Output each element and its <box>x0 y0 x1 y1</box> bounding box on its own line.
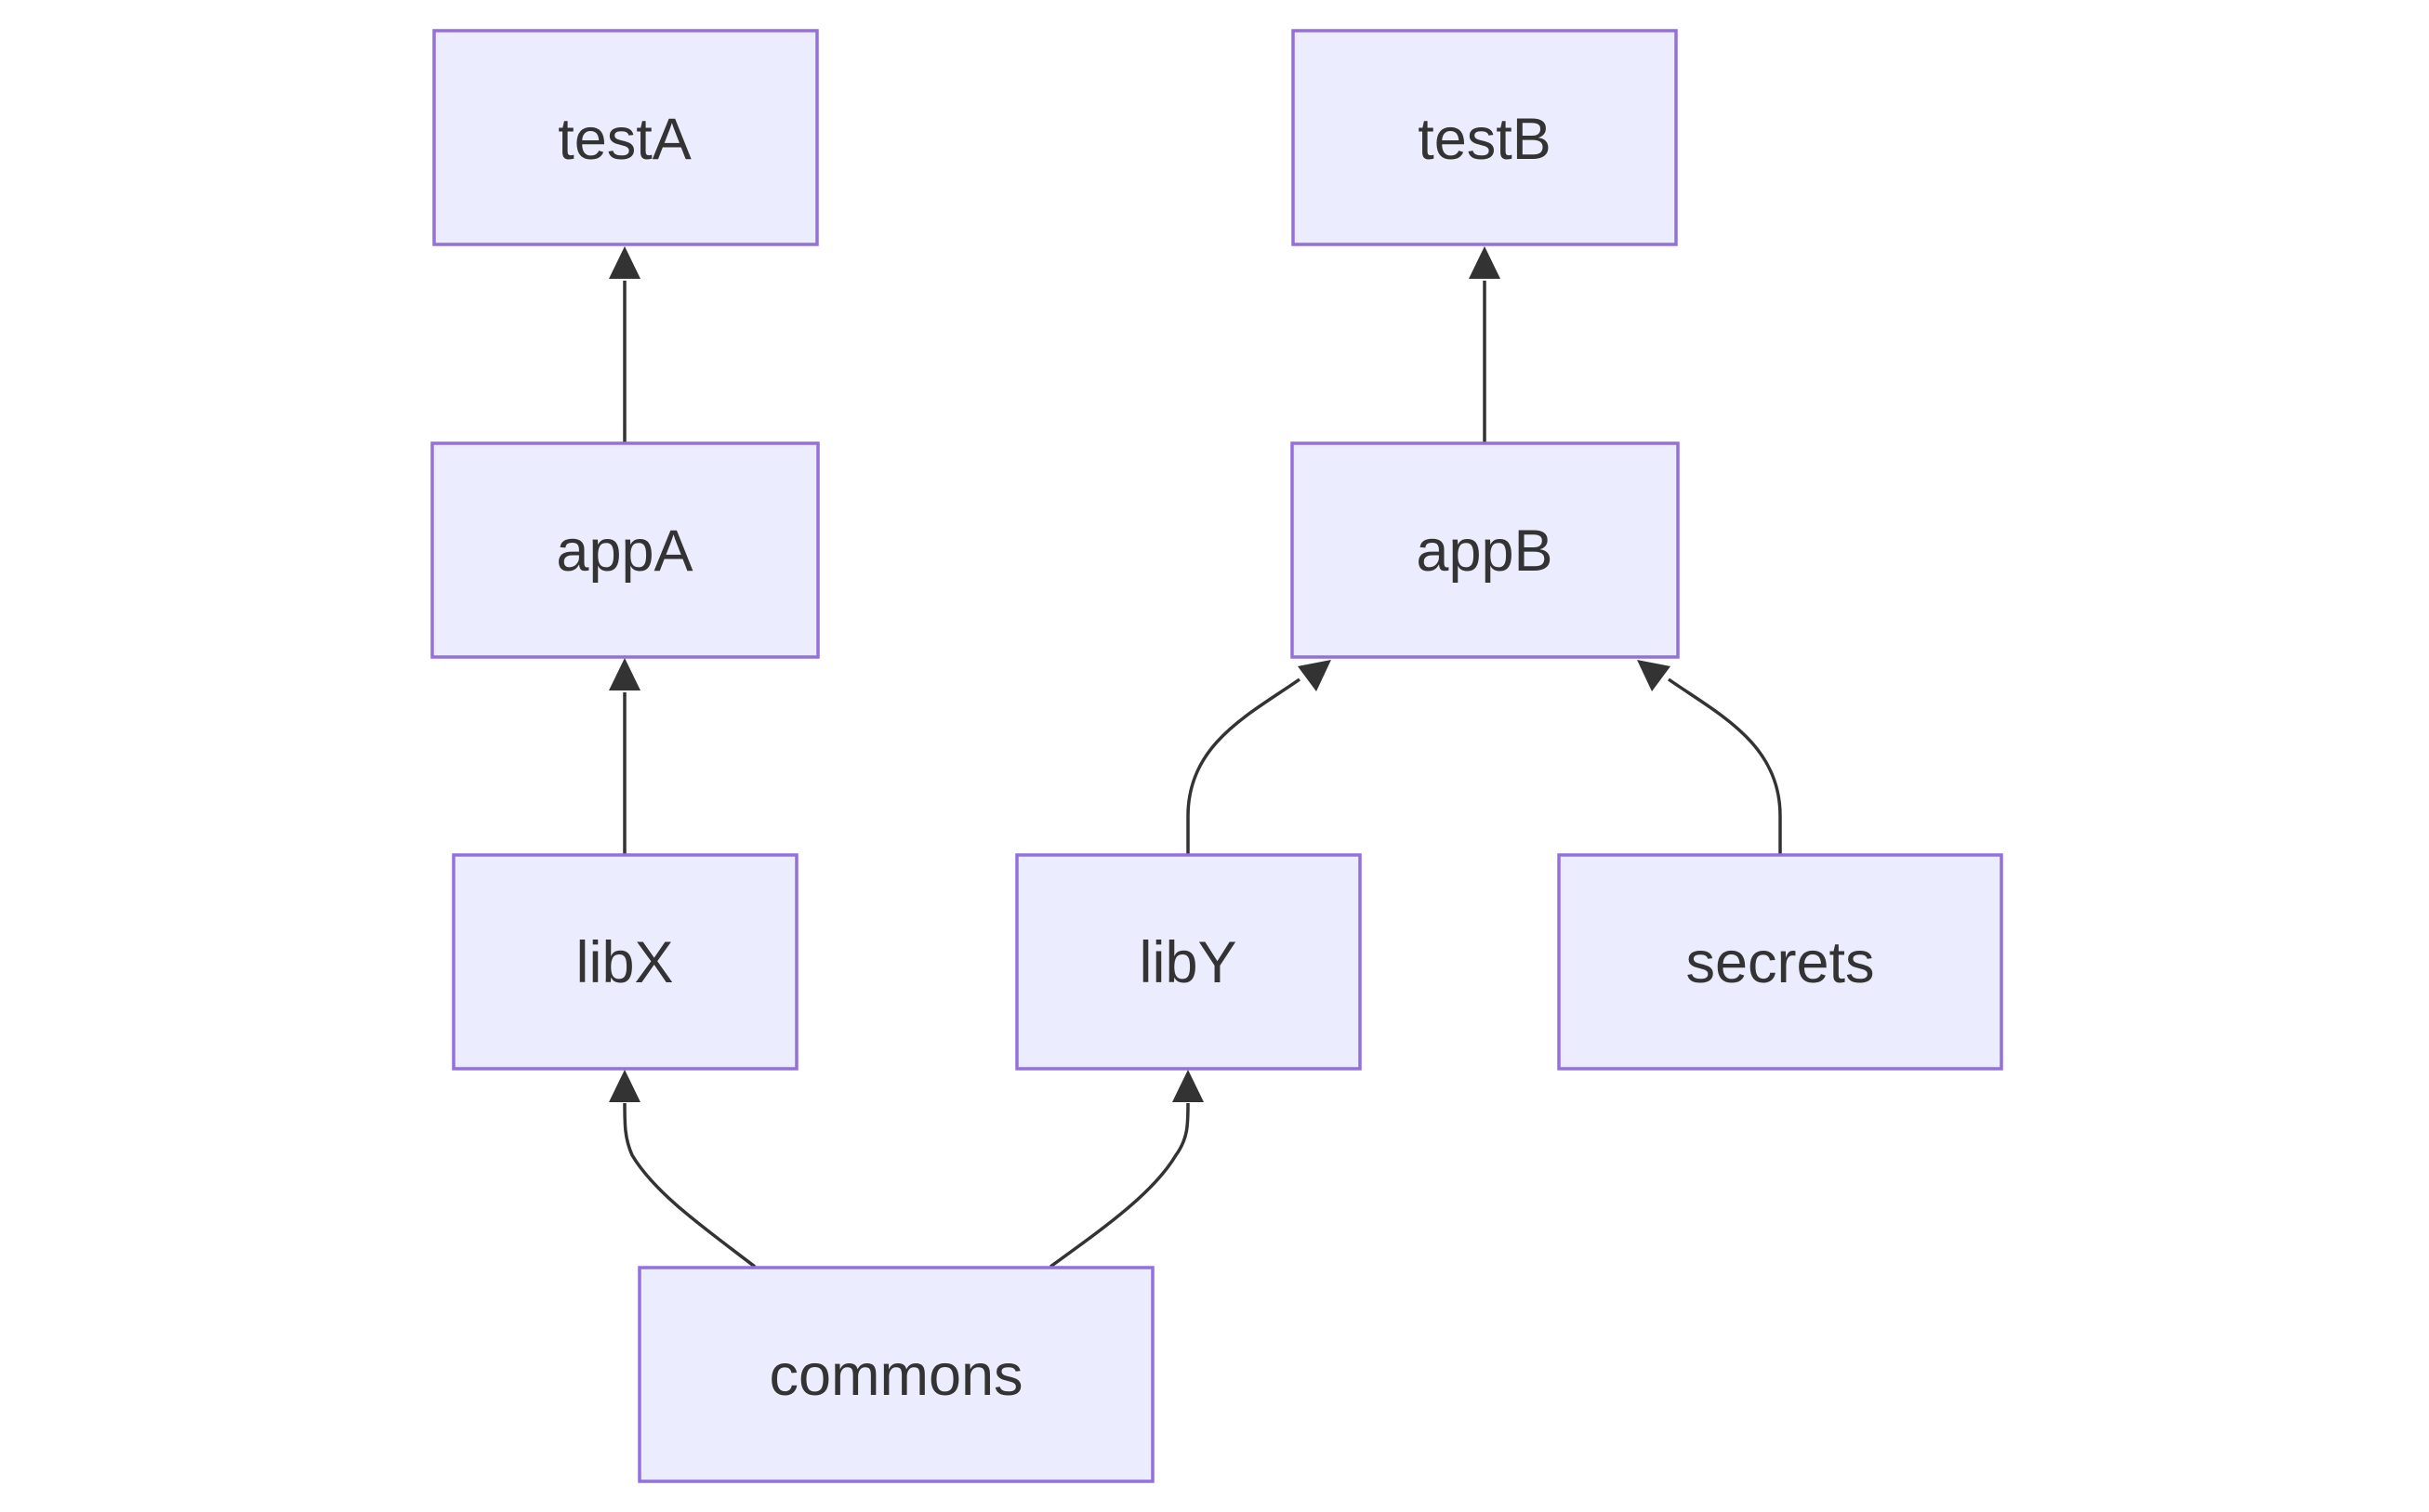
edges-layer <box>609 246 1782 1269</box>
node-label-appB: appB <box>1416 519 1552 584</box>
node-box-appB <box>1290 441 1680 659</box>
node-box-libY <box>1015 853 1362 1071</box>
edge-secrets-appB <box>1667 677 1782 855</box>
edge-commons-libY <box>1049 1102 1190 1269</box>
node-libY: libY <box>1015 853 1362 1071</box>
node-label-libX: libX <box>575 930 673 995</box>
node-box-appA <box>430 441 820 659</box>
node-box-libX <box>452 853 799 1071</box>
arrowhead-appA <box>609 658 640 690</box>
arrowhead-appB-left <box>1298 660 1331 691</box>
node-appB: appB <box>1290 441 1680 659</box>
arrowhead-testA <box>609 246 640 279</box>
arrowhead-libY <box>1172 1070 1204 1102</box>
node-appA: appA <box>430 441 820 659</box>
node-libX: libX <box>452 853 799 1071</box>
node-label-appA: appA <box>556 519 693 584</box>
edge-commons-libX <box>623 1102 757 1269</box>
node-box-testB <box>1291 29 1678 246</box>
edge-libY-appB <box>1186 677 1301 855</box>
arrowhead-testB <box>1469 246 1500 279</box>
node-box-testA <box>432 29 819 246</box>
node-label-testB: testB <box>1418 107 1551 172</box>
node-box-commons <box>638 1266 1155 1483</box>
arrowhead-libX <box>609 1070 640 1102</box>
arrowhead-appB-right <box>1637 660 1670 691</box>
node-testB: testB <box>1291 29 1678 246</box>
node-secrets: secrets <box>1557 853 2003 1071</box>
node-label-testA: testA <box>558 107 692 172</box>
node-commons: commons <box>638 1266 1155 1483</box>
node-testA: testA <box>432 29 819 246</box>
node-label-secrets: secrets <box>1685 930 1874 995</box>
node-box-secrets <box>1557 853 2003 1071</box>
node-label-commons: commons <box>769 1343 1023 1408</box>
nodes-layer: testA testB appA appB libX libY secrets <box>430 29 2003 1483</box>
node-label-libY: libY <box>1139 930 1236 995</box>
